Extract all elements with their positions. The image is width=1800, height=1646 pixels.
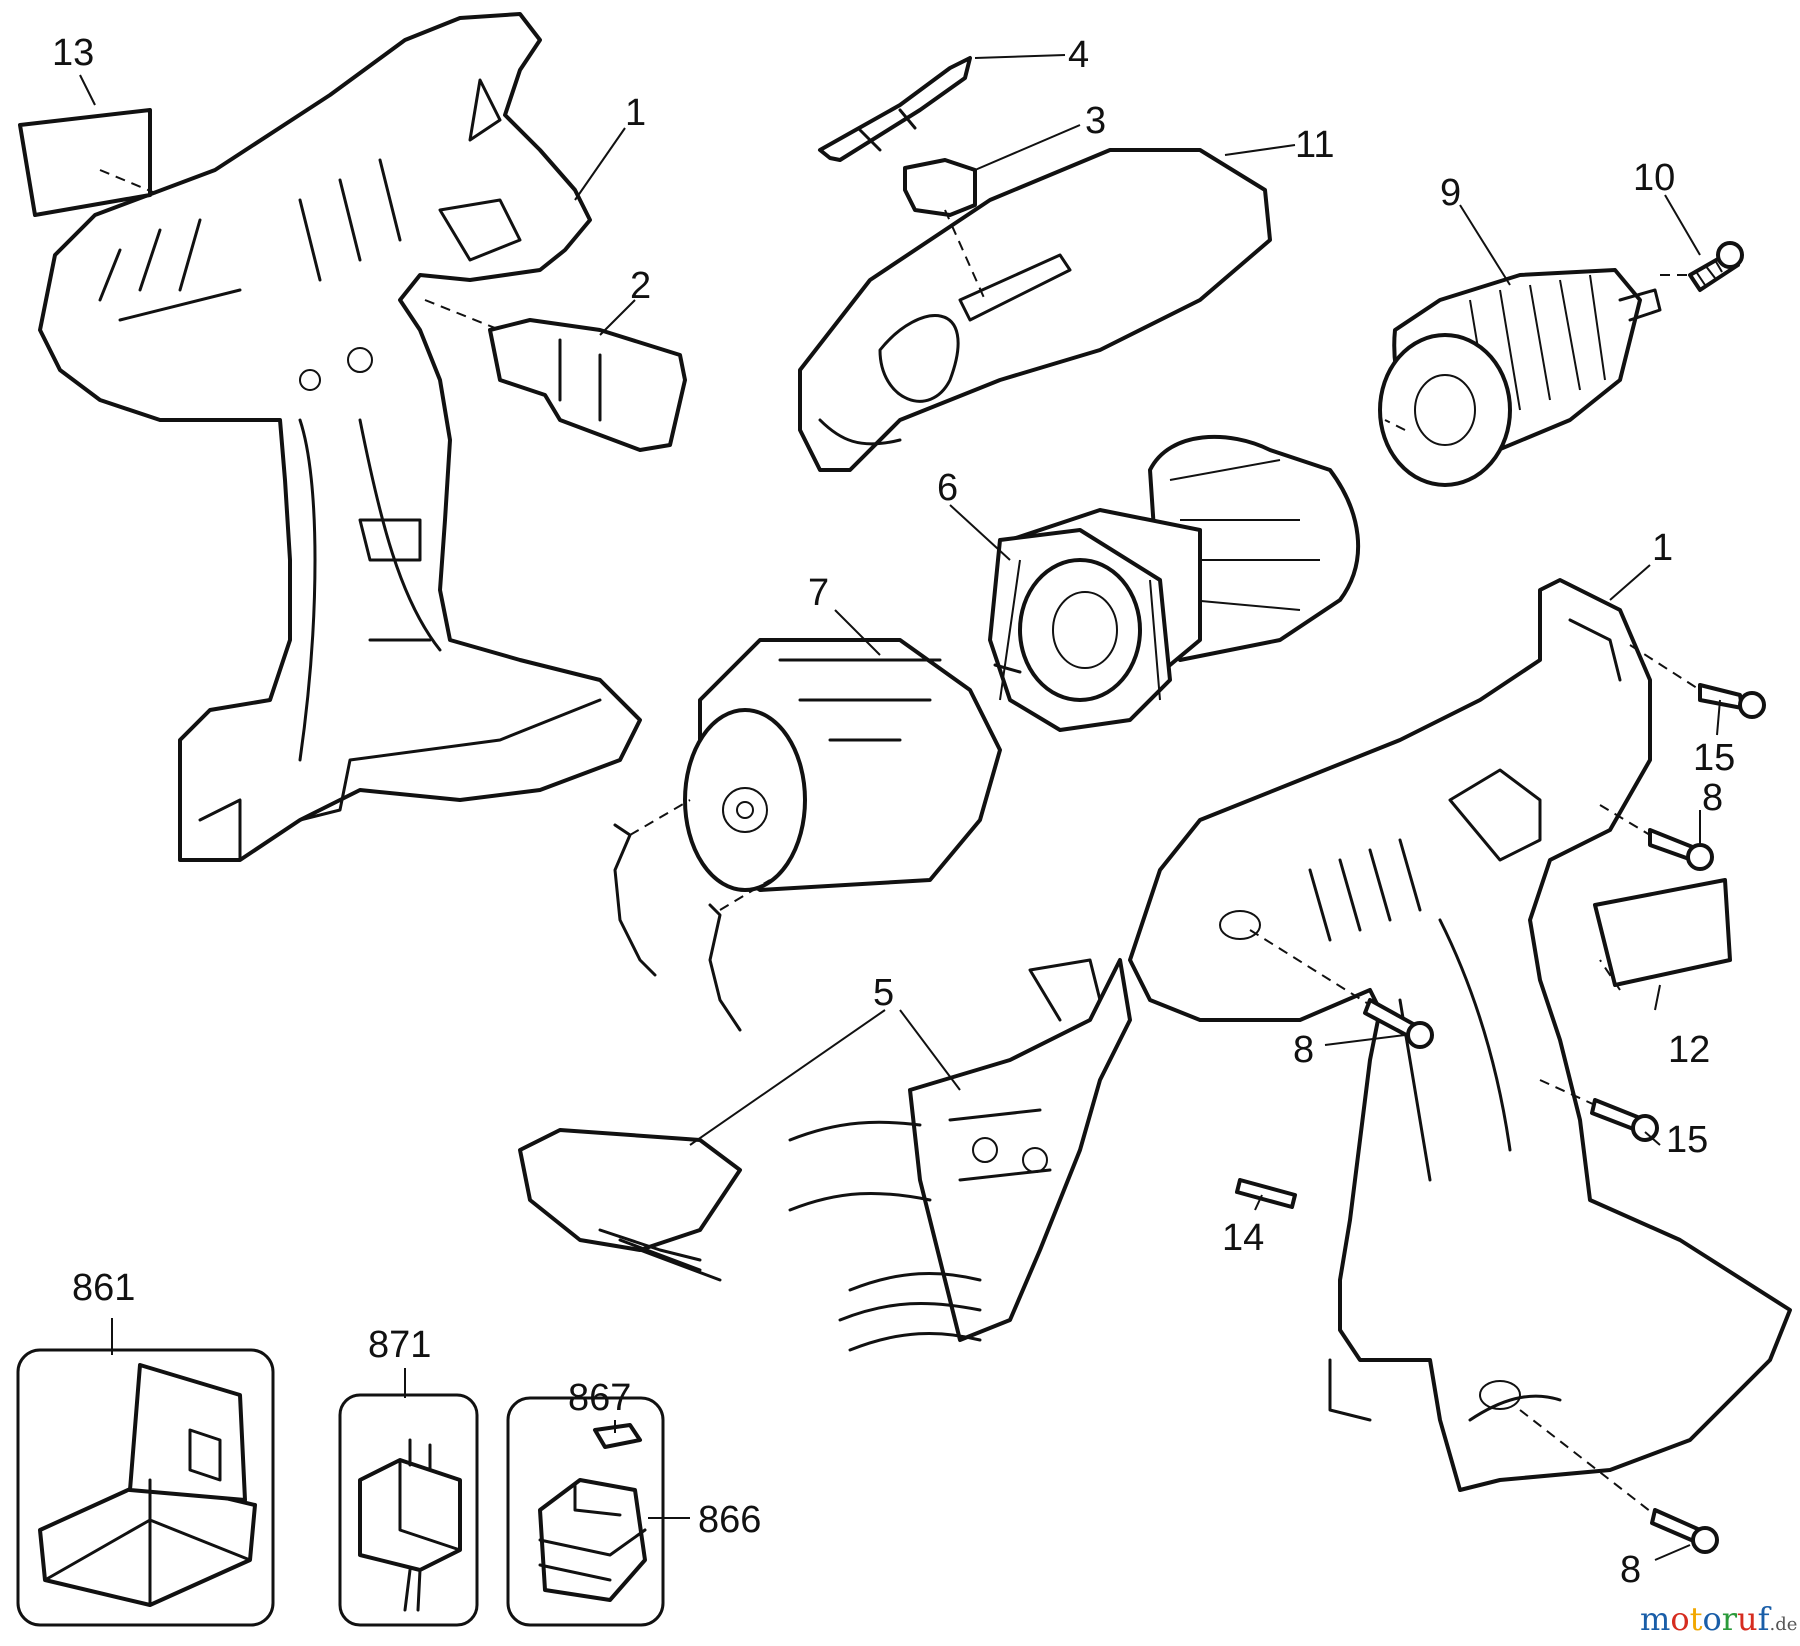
watermark-letter: o (1670, 1600, 1689, 1638)
label-plate-left (18, 108, 152, 217)
callout-2: 2 (630, 265, 651, 307)
bit-holder-clip (903, 158, 977, 217)
accessory-871-charger (338, 1393, 479, 1627)
direction-slider (488, 318, 687, 452)
callout-8-middle: 8 (1293, 1029, 1314, 1071)
callout-15-lower: 15 (1666, 1119, 1708, 1161)
screw-8-middle (1363, 998, 1434, 1049)
callout-10: 10 (1633, 157, 1675, 199)
callout-12: 12 (1668, 1029, 1710, 1071)
callout-8-lower: 8 (1620, 1549, 1641, 1591)
housing-right-half (1128, 578, 1792, 1492)
motor-lead-wire-b (708, 903, 742, 1032)
screw-8-upper (1648, 828, 1714, 871)
leader-lines (79, 54, 1721, 1561)
pivot-pin (1235, 1178, 1297, 1209)
accessory-861-carry-case (16, 1348, 275, 1627)
watermark-letter: m (1640, 1600, 1670, 1638)
callout-9: 9 (1440, 172, 1461, 214)
watermark-motoruf: motoruf.de (1640, 1600, 1797, 1638)
housing-left-half (38, 12, 642, 862)
double-ended-bit (818, 56, 972, 162)
callout-6: 6 (937, 467, 958, 509)
callout-labels: 13 1 2 4 3 11 9 10 6 7 1 15 8 5 8 12 15 … (52, 32, 1735, 1591)
motor-lead-wire-a (613, 823, 657, 977)
watermark-letter: r (1722, 1600, 1738, 1638)
screw-15-upper (1698, 683, 1766, 719)
callout-4: 4 (1068, 34, 1089, 76)
gear-case-cover (798, 148, 1272, 472)
callout-861: 861 (72, 1267, 135, 1309)
assembly-dashed-lines (99, 169, 1701, 1516)
callout-1-left: 1 (625, 92, 646, 134)
callout-7: 7 (808, 572, 829, 614)
accessory-battery-box (506, 1396, 665, 1627)
callout-867: 867 (568, 1377, 631, 1419)
keyless-chuck (1378, 268, 1662, 487)
electric-motor (683, 638, 1022, 892)
watermark-suffix: .de (1769, 1614, 1797, 1635)
callout-14: 14 (1222, 1217, 1264, 1259)
callout-11: 11 (1295, 124, 1334, 166)
label-plate-right (1593, 878, 1732, 987)
watermark-letter: o (1702, 1600, 1721, 1638)
screw-8-lower (1650, 1508, 1719, 1554)
callout-1-right: 1 (1652, 527, 1673, 569)
callout-13: 13 (52, 32, 94, 74)
chuck-retaining-screw (1688, 241, 1744, 292)
callout-8-upper: 8 (1702, 777, 1723, 819)
callout-866: 866 (698, 1499, 761, 1541)
watermark-letter: t (1690, 1600, 1703, 1638)
callout-5: 5 (873, 972, 894, 1014)
watermark-letter: u (1737, 1600, 1758, 1638)
callout-15-upper: 15 (1693, 737, 1735, 779)
screw-15-lower (1590, 1098, 1659, 1142)
trigger-switch-assembly (518, 958, 1132, 1352)
callout-871: 871 (368, 1324, 431, 1366)
watermark-letter: f (1758, 1600, 1772, 1638)
callout-3: 3 (1085, 100, 1106, 142)
transmission-gearbox (988, 434, 1361, 732)
